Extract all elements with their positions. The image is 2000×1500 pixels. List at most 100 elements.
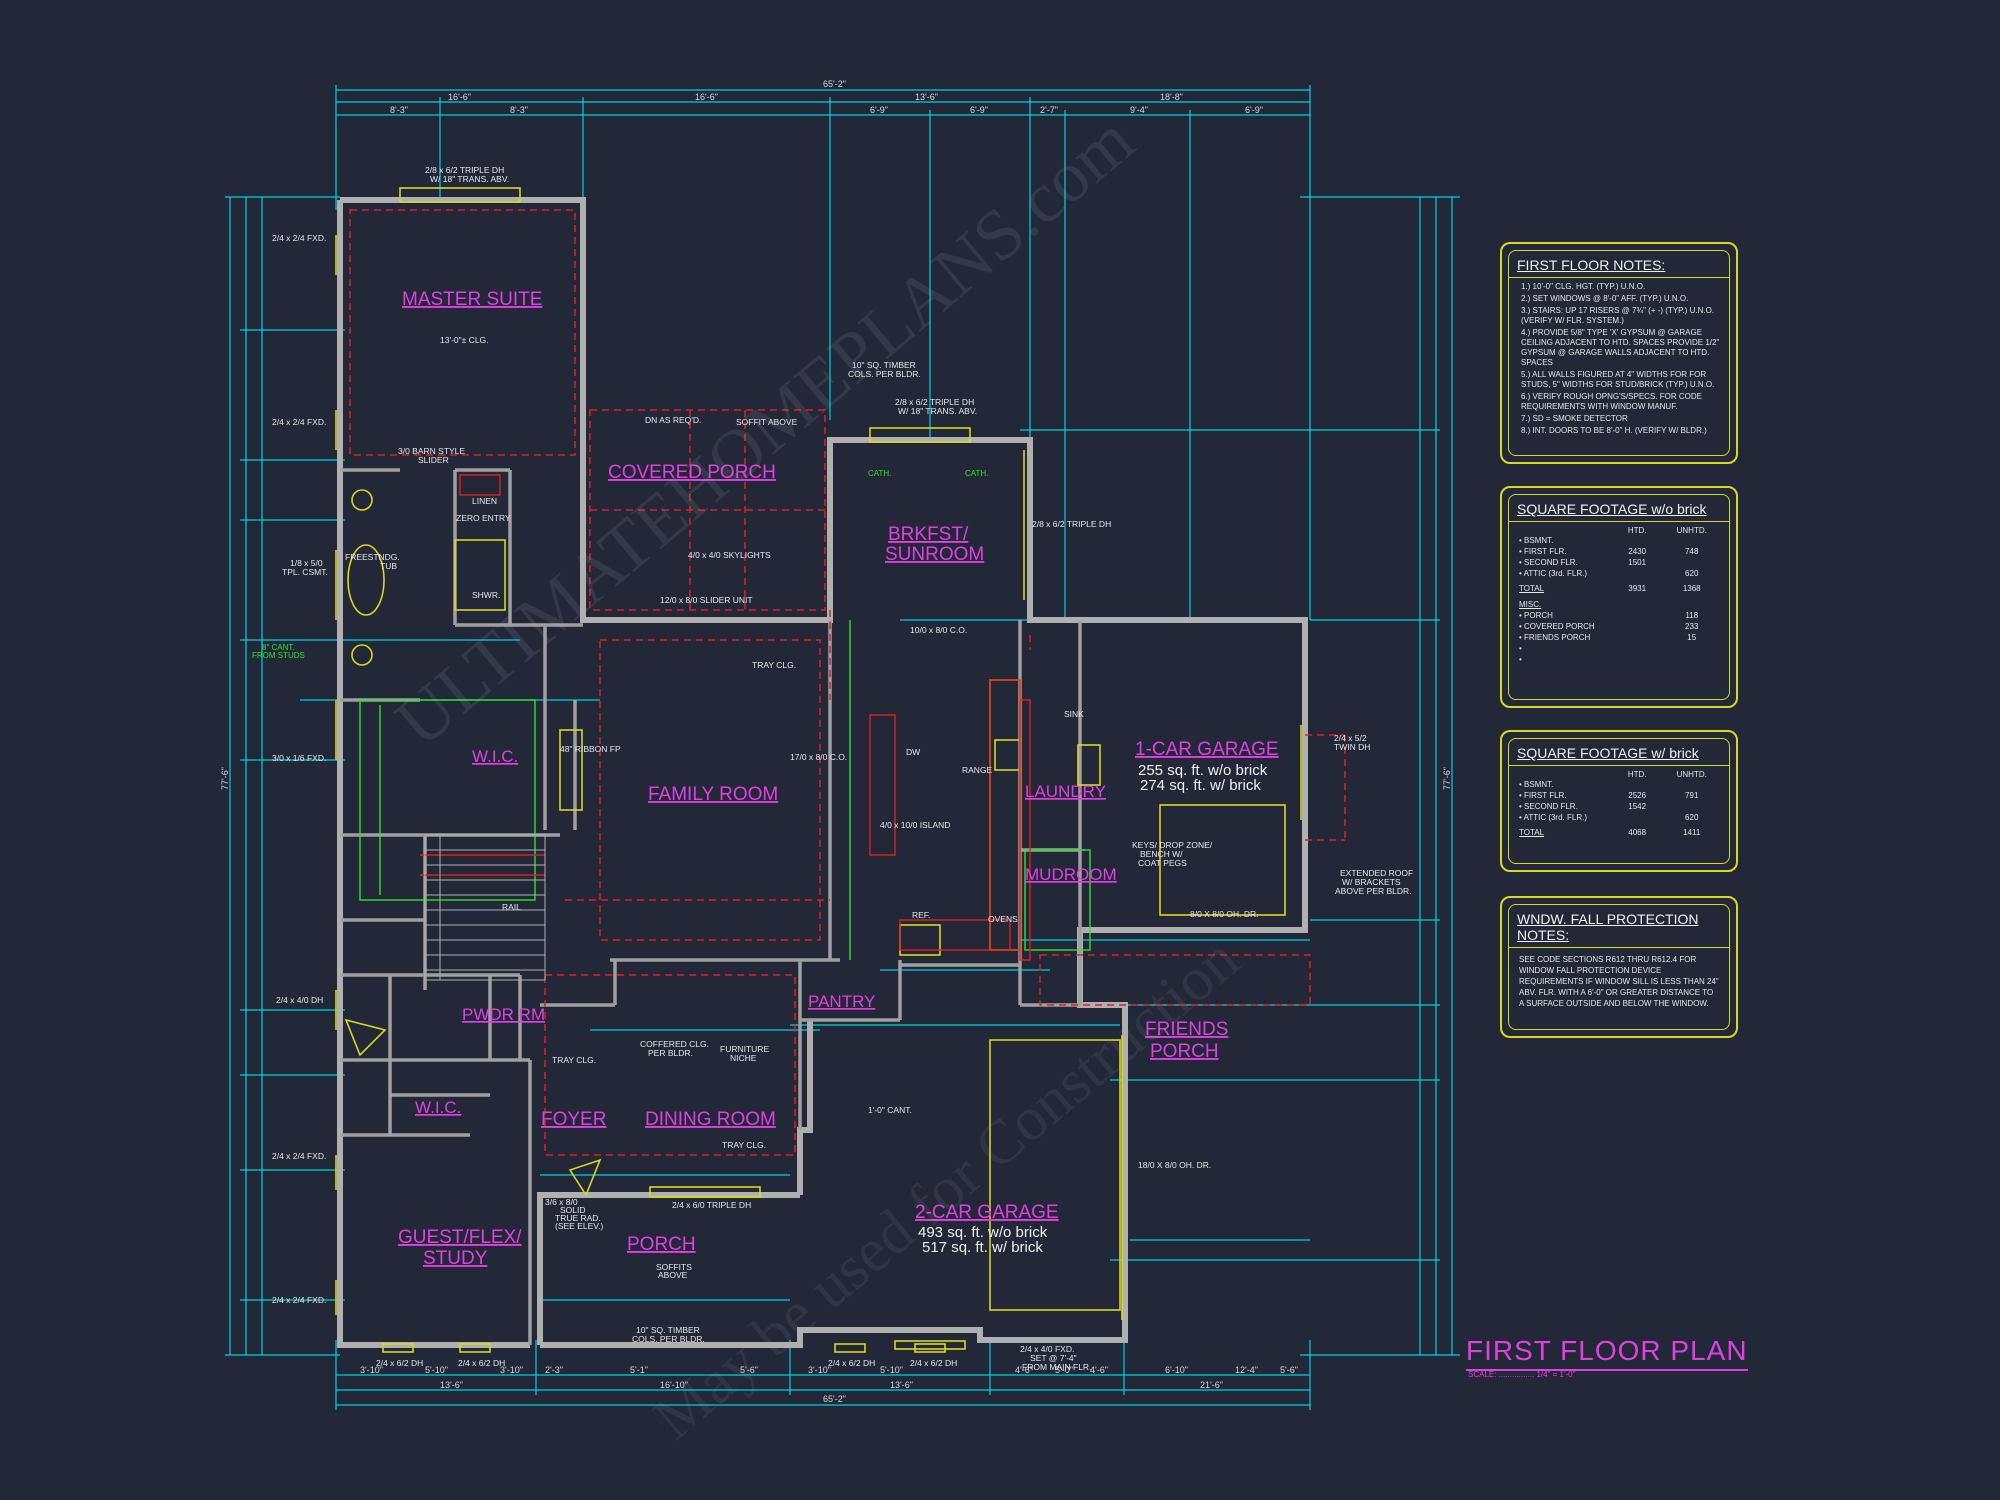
panel-border: FIRST FLOOR NOTES: 1.) 10'-0" CLG. HGT. … xyxy=(1508,250,1730,456)
plan-title: FIRST FLOOR PLAN xyxy=(1466,1335,1748,1371)
sqft-misc-item: • xyxy=(1519,655,1522,664)
room-two-car-garage: 2-CAR GARAGE xyxy=(915,1202,1059,1223)
panel-border: SQUARE FOOTAGE w/ brick HTD. UNHTD. • BS… xyxy=(1508,738,1730,864)
sqft-total-htd: 3931 xyxy=(1628,584,1647,593)
dim-bottom-3: 13'-6" xyxy=(890,1380,913,1390)
dim-bottom2-10: 5'-0" xyxy=(1055,1365,1073,1375)
dim-top-4: 18'-8" xyxy=(1160,92,1183,102)
first-floor-notes-panel: FIRST FLOOR NOTES: 1.) 10'-0" CLG. HGT. … xyxy=(1500,242,1738,464)
sqft-row-unhtd xyxy=(1664,802,1719,811)
callout-soffit: SOFFIT ABOVE xyxy=(736,417,798,427)
dim-bottom2-12: 6'-10" xyxy=(1165,1365,1188,1375)
sqft-row-label: • BSMNT. xyxy=(1519,780,1554,789)
callout-bottom-dh-2: 2/4 x 6/2 DH xyxy=(458,1358,505,1368)
room-dining: DINING ROOM xyxy=(645,1109,776,1130)
area-one-car-w: 274 sq. ft. w/ brick xyxy=(1140,777,1261,794)
callout-extended-roof3: ABOVE PER BLDR. xyxy=(1335,886,1412,896)
callout-coffered: COFFERED CLG. xyxy=(640,1039,709,1049)
sqft-w-row: • BSMNT. xyxy=(1509,779,1729,790)
sqft-row-htd: 2526 xyxy=(1628,791,1647,800)
room-wic-lower: W.I.C. xyxy=(415,1098,461,1117)
sqft-misc-row: • xyxy=(1509,643,1729,654)
callout-timber-top2: COLS. PER BLDR. xyxy=(848,369,921,379)
sqft-row-unhtd: 748 xyxy=(1685,547,1699,556)
callout-keys: KEYS/ DROP ZONE/ xyxy=(1132,840,1213,850)
dim-bottom2-7: 3'-10" xyxy=(808,1365,831,1375)
dim-top2-4: 6'-9" xyxy=(970,105,988,115)
callout-range: RANGE xyxy=(962,765,993,775)
room-guest: GUEST/FLEX/ xyxy=(398,1227,522,1248)
dim-top-2: 16'-6" xyxy=(695,92,718,102)
dimension-lines xyxy=(225,85,1460,1410)
sqft-w-title: SQUARE FOOTAGE w/ brick xyxy=(1509,739,1729,766)
callout-shower: SHWR. xyxy=(472,590,500,600)
callout-coffered2: PER BLDR. xyxy=(648,1048,693,1058)
sqft-row-unhtd: 620 xyxy=(1685,569,1699,578)
sqft-misc-value: 233 xyxy=(1685,622,1699,631)
sqft-misc-value: 118 xyxy=(1685,611,1699,620)
plan-scale: SCALE: ................ 1/4" = 1'-0" xyxy=(1468,1370,1576,1379)
callout-cant-studs: 8" CANT. xyxy=(262,643,295,652)
callout-sun-window2: W/ 18" TRANS. ABV. xyxy=(898,406,977,416)
callout-co-kitchen: 10/0 x 8/0 C.O. xyxy=(910,625,967,635)
sqft-wo-htd: HTD. xyxy=(1627,526,1647,535)
callout-timber-bottom2: COLS. PER BLDR. xyxy=(632,1334,705,1344)
sqft-row-htd xyxy=(1610,780,1665,789)
callouts: 2/8 x 6/2 TRIPLE DH W/ 18" TRANS. ABV. 1… xyxy=(252,165,1413,1372)
sqft-wo-row: • ATTIC (3rd. FLR.) 620 xyxy=(1509,568,1729,579)
sqft-misc-item: • COVERED PORCH xyxy=(1519,622,1595,631)
sqft-misc-item: • PORCH xyxy=(1519,611,1553,620)
callout-tub2: TUB xyxy=(380,561,397,571)
dim-bottom2-6: 5'-6" xyxy=(740,1365,758,1375)
sqft-misc-row: • FRIENDS PORCH 15 xyxy=(1509,632,1729,643)
sqft-row-unhtd: 620 xyxy=(1685,813,1699,822)
dim-top2-2: 8'-3" xyxy=(510,105,528,115)
dim-bottom2-2: 5'-10" xyxy=(425,1365,448,1375)
callout-soffits: SOFFITS xyxy=(656,1262,692,1272)
callout-bottom-fxd3: FROM MAIN FLR. xyxy=(1022,1362,1091,1372)
sqft-w-htd: HTD. xyxy=(1627,770,1647,779)
dim-top2-1: 8'-3" xyxy=(390,105,408,115)
dim-overall-height-left: 77'-6" xyxy=(220,767,230,790)
callout-extended-roof2: W/ BRACKETS xyxy=(1342,877,1401,887)
callout-tray-dining: TRAY CLG. xyxy=(722,1140,766,1150)
sqft-misc-row: • xyxy=(1509,654,1729,665)
callout-tpl-csmt: 1/8 x 5/0 xyxy=(290,558,323,568)
sqft-row-htd xyxy=(1610,536,1665,545)
sqft-misc-label: MISC. xyxy=(1519,600,1542,609)
room-friends: FRIENDS xyxy=(1145,1019,1228,1040)
dim-top2-5: 2'-7" xyxy=(1040,105,1058,115)
note-item: 5.) ALL WALLS FIGURED AT 4" WIDTHS FOR F… xyxy=(1521,370,1715,389)
sqft-row-label: • FIRST FLR. xyxy=(1519,547,1567,556)
sqft-wo-row: • BSMNT. xyxy=(1509,535,1729,546)
sqft-total-unhtd: 1411 xyxy=(1683,828,1701,837)
callout-fxd-2: 2/4 x 2/4 FXD. xyxy=(272,417,326,427)
sqft-row-unhtd xyxy=(1664,558,1719,567)
callout-dh-left: 2/4 x 4/0 DH xyxy=(276,995,323,1005)
sqft-row-label: • ATTIC (3rd. FLR.) xyxy=(1519,569,1587,578)
callout-dw: DW xyxy=(906,747,920,757)
area-two-car-wo: 493 sq. ft. w/o brick xyxy=(918,1224,1048,1241)
note-item: 1.) 10'-0" CLG. HGT. (TYP.) U.N.O. xyxy=(1521,282,1646,291)
sqft-misc-row: • COVERED PORCH 233 xyxy=(1509,621,1729,632)
callout-slider: SLIDER xyxy=(418,455,449,465)
sqft-misc-value: 15 xyxy=(1687,633,1697,642)
callout-tpl-csmt2: TPL. CSMT. xyxy=(282,567,328,577)
sqft-row-label: • FIRST FLR. xyxy=(1519,791,1567,800)
first-floor-notes-list: 1.) 10'-0" CLG. HGT. (TYP.) U.N.O. 2.) S… xyxy=(1509,282,1729,436)
hidden-lines xyxy=(349,209,1346,1156)
callout-fxd-3: 3/0 x 1/6 FXD. xyxy=(272,753,326,763)
dim-top2-6: 9'-4" xyxy=(1130,105,1148,115)
callout-ref: REF. xyxy=(912,910,930,920)
sqft-row-unhtd xyxy=(1664,536,1719,545)
sqft-misc-item: • FRIENDS PORCH xyxy=(1519,633,1591,642)
callout-tub: FREESTNDG. xyxy=(345,552,400,562)
dim-bottom-4: 21'-6" xyxy=(1200,1380,1223,1390)
callout-cath-1: CATH. xyxy=(868,469,891,478)
dim-bottom2-13: 12'-4" xyxy=(1235,1365,1258,1375)
room-one-car-garage: 1-CAR GARAGE xyxy=(1135,739,1279,760)
dim-bottom-2: 16'-10" xyxy=(660,1380,688,1390)
fall-protection-text: SEE CODE SECTIONS R612 THRU R612.4 FOR W… xyxy=(1519,955,1719,1008)
callout-solid-door3: TRUE RAD. xyxy=(555,1213,601,1223)
